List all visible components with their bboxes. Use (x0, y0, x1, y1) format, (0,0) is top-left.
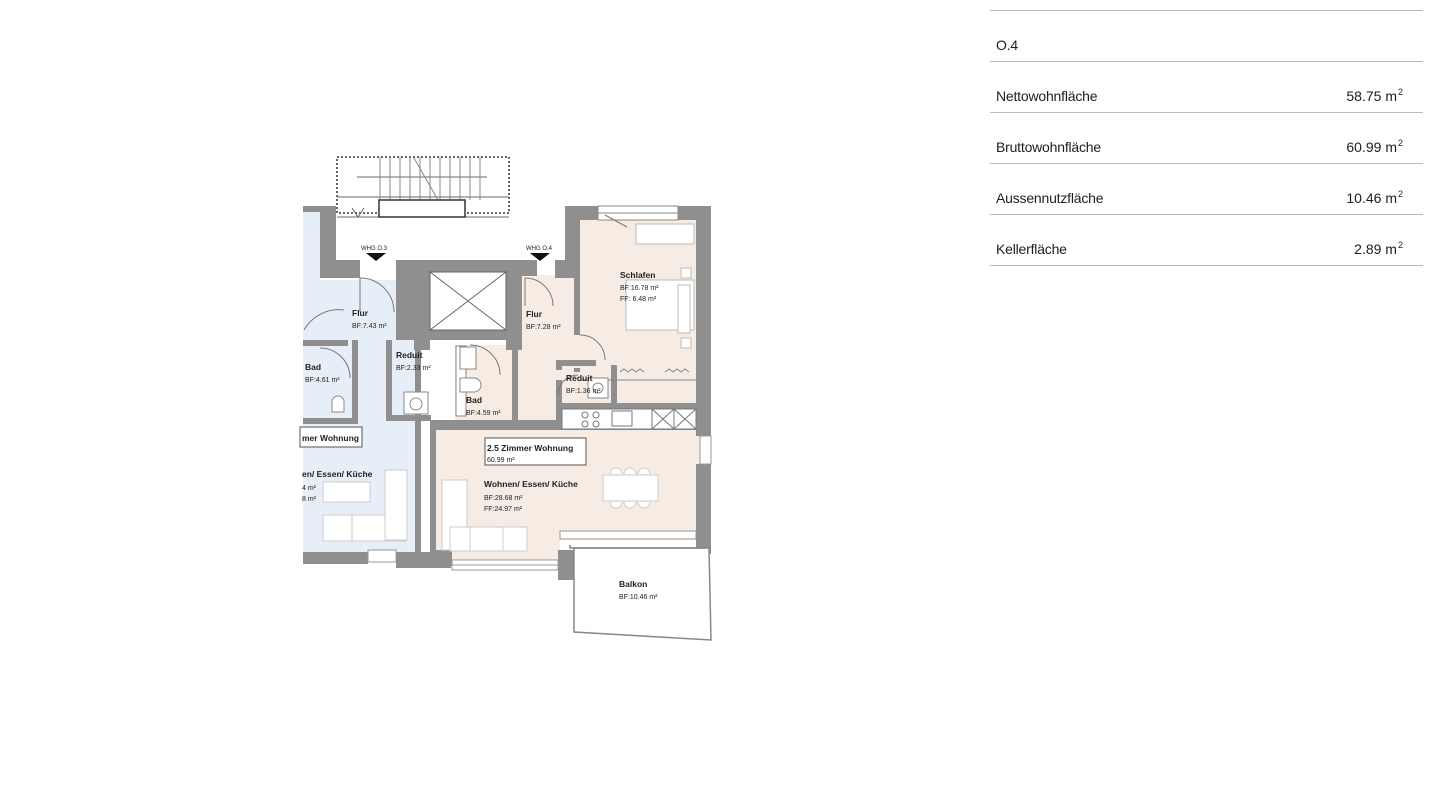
room-area-wohnen-ff: FF:24.97 m² (484, 506, 523, 513)
fact-row-net-area: Nettowohnfläche 58.75 m2 (990, 62, 1423, 113)
bathroom-fixtures (331, 345, 609, 417)
room-name-balkon: Balkon (619, 579, 647, 589)
balcony (569, 545, 712, 641)
neighbor-unit-label: mer Wohnung (302, 433, 359, 443)
room-area-reduit-left: BF:2.33 m² (396, 365, 431, 372)
neighbor-living-name: en/ Essen/ Küche (302, 469, 373, 479)
fact-row-outdoor-area: Aussennutzfläche 10.46 m2 (990, 164, 1423, 215)
room-area-schlafen-ff: FF: 6.48 m² (620, 296, 657, 303)
fact-label: O.4 (996, 37, 1018, 53)
fact-row-unit-number: O.4 (990, 11, 1423, 62)
bed (625, 223, 695, 349)
walls (303, 206, 711, 580)
fact-row-rooms: 2.5 Zimmer (990, 0, 1423, 11)
fact-label: Kellerfläche (996, 241, 1067, 257)
room-name-flur-right: Flur (526, 309, 543, 319)
fact-value: 58.75 m2 (1346, 87, 1403, 104)
entrance-label-o4: WHG O.4 (526, 246, 553, 252)
room-name-wohnen: Wohnen/ Essen/ Küche (484, 479, 578, 489)
room-name-schlafen: Schlafen (620, 270, 655, 280)
room-area-wohnen-bf: BF:28.68 m² (484, 495, 523, 502)
room-area-reduit-right: BF:1.36 m² (566, 388, 601, 395)
entrance-arrows (366, 253, 550, 261)
room-name-reduit-right: Reduit (566, 373, 593, 383)
room-area-flur-left: BF:7.43 m² (352, 323, 387, 330)
entrance-label-o3: WHG O.3 (361, 246, 388, 252)
fact-label: Nettowohnfläche (996, 88, 1098, 104)
room-labels: WHG O.3 WHG O.4 Flur BF:7.43 m² Reduit B… (302, 246, 659, 601)
door-swings (303, 214, 628, 396)
windows (367, 435, 712, 571)
dining-table (602, 467, 659, 509)
fact-label: Bruttowohnfläche (996, 139, 1101, 155)
unit-label-box (299, 426, 587, 466)
fact-row-cellar-area: Kellerfläche 2.89 m2 (990, 215, 1423, 266)
neighbor-sofa (322, 469, 408, 542)
room-name-reduit-left: Reduit (396, 350, 423, 360)
neighbor-living-area1: 4 m² (302, 485, 317, 492)
unit-label-area: 60.99 m² (487, 457, 515, 464)
room-area-schlafen-bf: BF:16.78 m² (620, 285, 659, 292)
window-schlafen (597, 205, 679, 221)
room-name-flur-left: Flur (352, 308, 369, 318)
unit-label-name: 2.5 Zimmer Wohnung (487, 443, 573, 453)
room-name-bad-right: Bad (466, 395, 482, 405)
room-name-bad-left: Bad (305, 362, 321, 372)
kitchen-counter (561, 408, 697, 430)
stairwell (336, 156, 510, 218)
fact-row-gross-area: Bruttowohnfläche 60.99 m2 (990, 113, 1423, 164)
neighbor-living-area2: 8 m² (302, 496, 317, 503)
room-area-bad-left: BF:4.61 m² (305, 377, 340, 384)
room-area-balkon: BF:10.46 m² (619, 594, 658, 601)
room-area-bad-right: BF:4.59 m² (466, 410, 501, 417)
sofa (441, 479, 528, 552)
fact-label: Aussennutzfläche (996, 190, 1104, 206)
fact-value: 10.46 m2 (1346, 189, 1403, 206)
fact-label: 2.5 Zimmer (996, 0, 1065, 2)
elevator (429, 271, 507, 331)
room-area-flur-right: BF:7.28 m² (526, 324, 561, 331)
unit-facts-table: 2.5 Zimmer O.4 Nettowohnfläche 58.75 m2 … (990, 0, 1423, 266)
fact-value: 2.89 m2 (1354, 240, 1403, 257)
fact-value: 60.99 m2 (1346, 138, 1403, 155)
